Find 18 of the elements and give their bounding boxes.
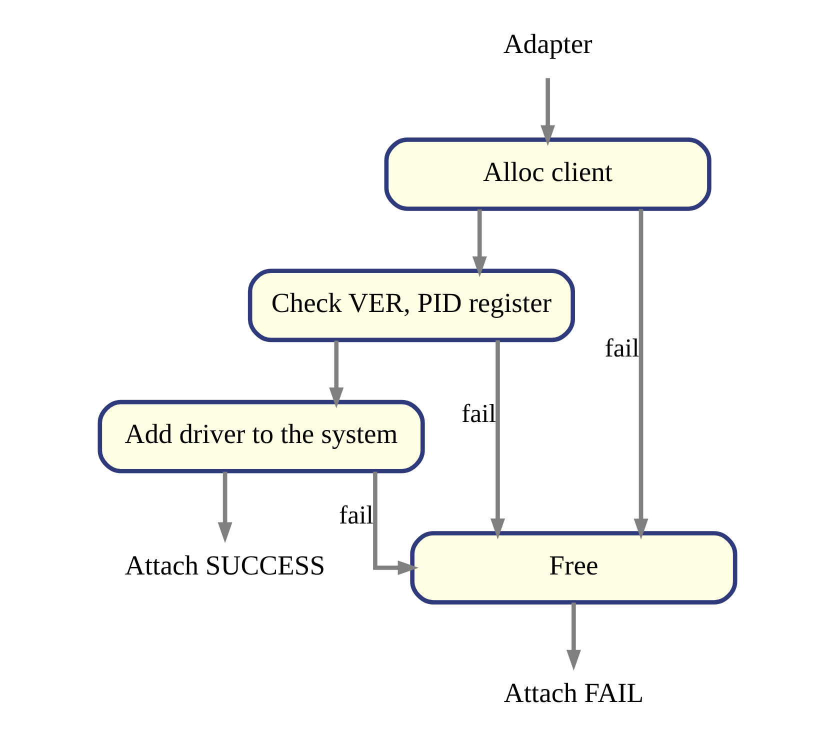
arrow [373, 472, 419, 576]
arrow [634, 209, 648, 540]
arrow [540, 78, 556, 146]
node-text: Attach SUCCESS [124, 549, 326, 580]
node-box: Check VER, PID register [248, 268, 575, 342]
node-text: Attach FAIL [504, 677, 644, 708]
arrow [472, 209, 487, 278]
arrow [566, 602, 581, 671]
arrow [329, 340, 344, 408]
node-box: Free [410, 531, 738, 604]
edge-label: fail [462, 398, 496, 428]
node-box: Add driver to the system [98, 400, 425, 474]
arrow [490, 340, 506, 540]
edge-label: fail [338, 500, 374, 530]
edge-label: fail [604, 333, 640, 362]
node-text: Adapter [503, 28, 592, 60]
node-box: Alloc client [384, 138, 712, 211]
arrow [218, 472, 232, 544]
